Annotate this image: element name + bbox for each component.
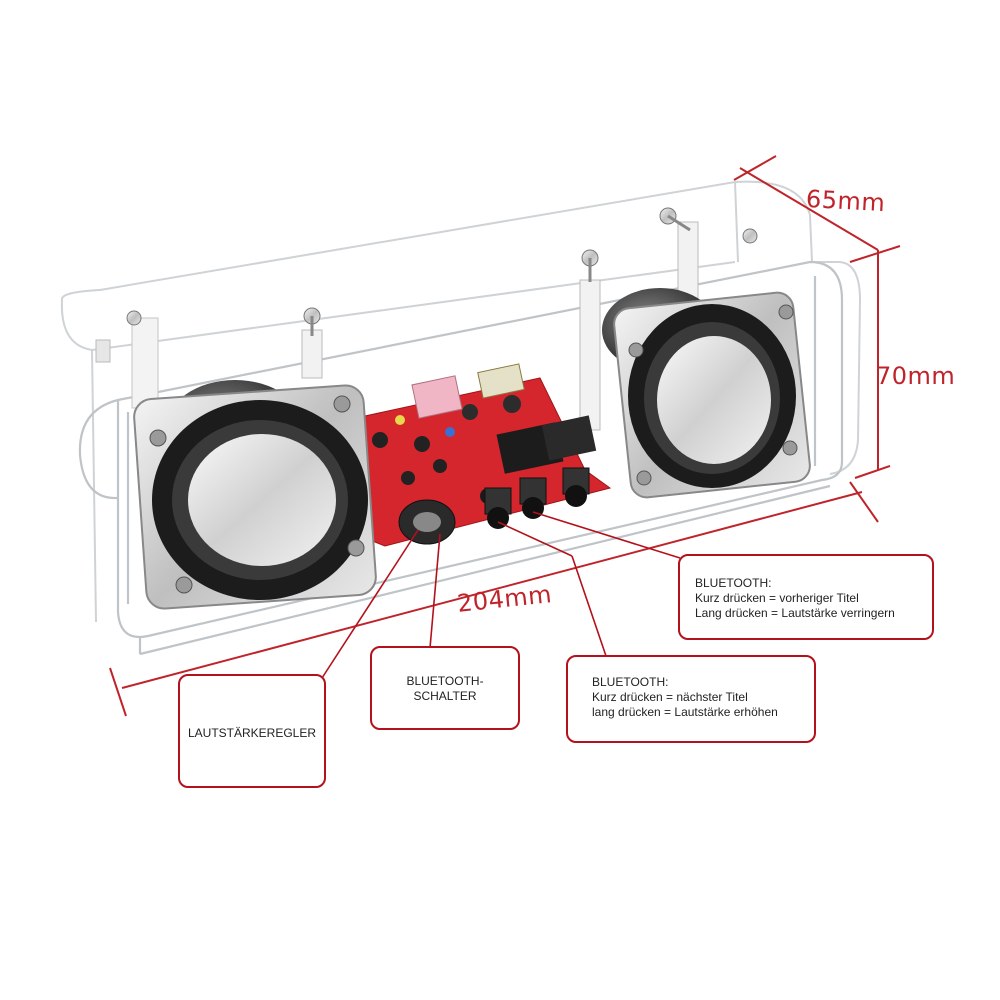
left-speaker: [133, 380, 377, 610]
callout-short-press: Kurz drücken = vorheriger Titel: [695, 591, 859, 605]
callout-bluetooth-previous: BLUETOOTH: Kurz drücken = vorheriger Tit…: [678, 554, 934, 640]
dimension-lines: [109, 155, 901, 717]
callout-title: BLUETOOTH:: [592, 675, 669, 689]
depth-dimension-label: 65mm: [805, 184, 886, 218]
callout-bluetooth-switch: BLUETOOTH- SCHALTER: [370, 646, 520, 730]
right-speaker: [602, 288, 811, 499]
callout-long-press: lang drücken = Lautstärke erhöhen: [592, 705, 778, 719]
callout-leaders: [321, 511, 681, 679]
callout-switch-line1: BLUETOOTH-: [406, 674, 484, 688]
callout-switch-line2: SCHALTER: [413, 689, 477, 703]
callout-volume-label: LAUTSTÄRKEREGLER: [187, 726, 317, 740]
callout-short-press: Kurz drücken = nächster Titel: [592, 690, 748, 704]
callout-volume-control: LAUTSTÄRKEREGLER: [178, 674, 326, 788]
height-dimension-label: 70mm: [876, 362, 956, 390]
control-buttons: [398, 467, 590, 545]
callout-long-press: Lang drücken = Lautstärke verringern: [695, 606, 895, 620]
callout-title: BLUETOOTH:: [695, 576, 772, 590]
callout-bluetooth-next: BLUETOOTH: Kurz drücken = nächster Titel…: [566, 655, 816, 743]
acrylic-case-front: [78, 260, 844, 656]
